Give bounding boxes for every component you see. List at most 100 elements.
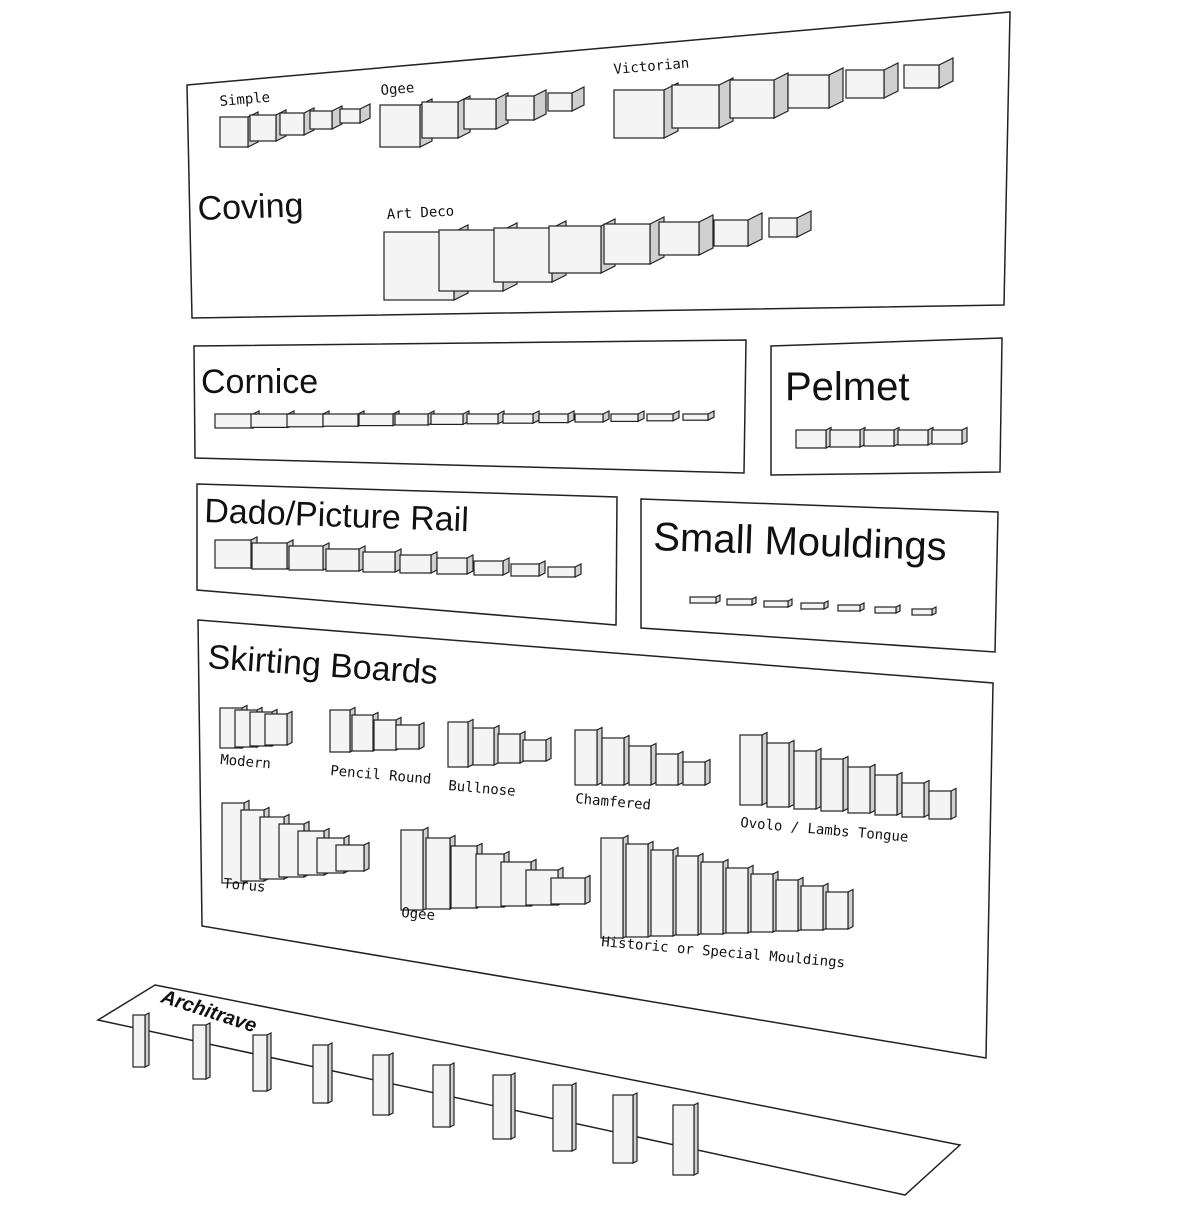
moulding-profile — [601, 737, 625, 786]
moulding-profile — [400, 829, 424, 911]
moulding-profile — [655, 753, 679, 786]
skirting-group-label: Modern — [220, 752, 272, 772]
moulding-profile — [327, 1042, 333, 1104]
moulding-profile — [450, 845, 478, 909]
moulding-profile — [252, 1034, 268, 1092]
moulding-profile — [761, 731, 768, 806]
moulding-profile — [713, 219, 749, 247]
moulding-profile — [800, 602, 825, 610]
moulding-profile — [379, 104, 421, 148]
moulding-profile — [538, 413, 569, 424]
moulding-profile — [682, 413, 709, 421]
cornice-title: Cornice — [201, 363, 318, 401]
moulding-profile — [430, 551, 438, 574]
moulding-profile — [325, 548, 360, 572]
moulding-profile — [545, 736, 552, 762]
moulding-profile — [773, 72, 789, 119]
moulding-profile — [739, 734, 763, 806]
coving-group-label: Ogee — [380, 80, 415, 99]
moulding-profile — [625, 843, 649, 938]
moulding-profile — [394, 413, 429, 426]
moulding-profile — [584, 874, 591, 905]
moulding-profile — [538, 560, 546, 577]
moulding-profile — [646, 413, 674, 422]
moulding-profile — [729, 79, 775, 119]
moulding-profile — [768, 217, 798, 238]
moulding-profile — [502, 557, 510, 576]
moulding-profile — [436, 557, 468, 575]
moulding-profile — [675, 855, 699, 936]
moulding-profile — [219, 116, 249, 148]
skirting-group-label: Torus — [223, 876, 266, 896]
moulding-profile — [837, 604, 861, 612]
moulding-profile — [335, 844, 365, 872]
moulding-profile — [502, 413, 534, 424]
moulding-profile — [650, 742, 657, 786]
moulding-profile — [438, 229, 504, 292]
coving-group-label: Simple — [219, 90, 271, 110]
coving-title: Coving — [197, 186, 304, 228]
moulding-profile — [793, 750, 817, 810]
moulding-profile — [466, 554, 474, 575]
moulding-profile — [205, 1022, 211, 1080]
moulding-profile — [726, 598, 753, 606]
moulding-profile — [322, 413, 359, 427]
moulding-profile — [825, 891, 849, 930]
moulding-profile — [574, 563, 582, 578]
moulding-profile — [623, 734, 630, 786]
moulding-profile — [547, 566, 576, 578]
moulding-profile — [613, 89, 665, 139]
moulding-profile — [279, 112, 305, 136]
moulding-profile — [467, 718, 474, 768]
small-mouldings-title: Small Mouldings — [653, 515, 948, 569]
moulding-profile — [775, 879, 799, 932]
moulding-profile — [466, 413, 499, 425]
moulding-profile — [449, 1062, 455, 1128]
moulding-profile — [505, 95, 535, 121]
moulding-profile — [574, 729, 598, 786]
moulding-profile — [628, 745, 652, 786]
cornice-panel — [193, 339, 747, 474]
moulding-profile — [363, 841, 370, 872]
moulding-profile — [700, 861, 724, 935]
moulding-profile — [950, 787, 957, 820]
moulding-profile — [766, 742, 790, 808]
moulding-profile — [610, 413, 639, 423]
moulding-profile — [689, 596, 717, 604]
moulding-profile — [447, 721, 469, 768]
moulding-profile — [399, 554, 432, 574]
moulding-profile — [552, 1084, 573, 1152]
pelmet-title: Pelmet — [785, 365, 910, 409]
moulding-profile — [288, 545, 324, 571]
moulding-profile — [815, 747, 822, 810]
moulding-profile — [472, 727, 495, 766]
moulding-profile — [961, 426, 968, 445]
moulding-profile — [763, 600, 789, 608]
moulding-profile — [698, 214, 714, 256]
moulding-profile — [800, 885, 824, 931]
moulding-profile — [931, 429, 963, 445]
moulding-profile — [264, 713, 288, 746]
moulding-profile — [266, 1032, 272, 1092]
moulding-profile — [874, 774, 898, 816]
small-mouldings-panel — [640, 498, 999, 653]
moulding-profile — [845, 69, 885, 99]
moulding-profile — [682, 761, 706, 786]
moulding-profile — [750, 873, 774, 933]
coving-group-label: Victorian — [613, 55, 690, 78]
moulding-profile — [475, 853, 505, 908]
moulding-profile — [286, 710, 293, 746]
moulding-profile — [388, 1052, 394, 1116]
architrave-plane — [96, 984, 962, 1196]
moulding-profile — [596, 726, 603, 786]
moulding-profile — [842, 755, 849, 812]
moulding-profile — [430, 413, 464, 425]
moulding-profile — [533, 89, 547, 121]
moulding-profile — [473, 560, 504, 576]
moulding-profile — [497, 733, 521, 764]
dado-title: Dado/Picture Rail — [204, 492, 470, 539]
moulding-profile — [214, 413, 254, 429]
moulding-profile — [847, 766, 871, 814]
moulding-profile — [847, 888, 854, 930]
